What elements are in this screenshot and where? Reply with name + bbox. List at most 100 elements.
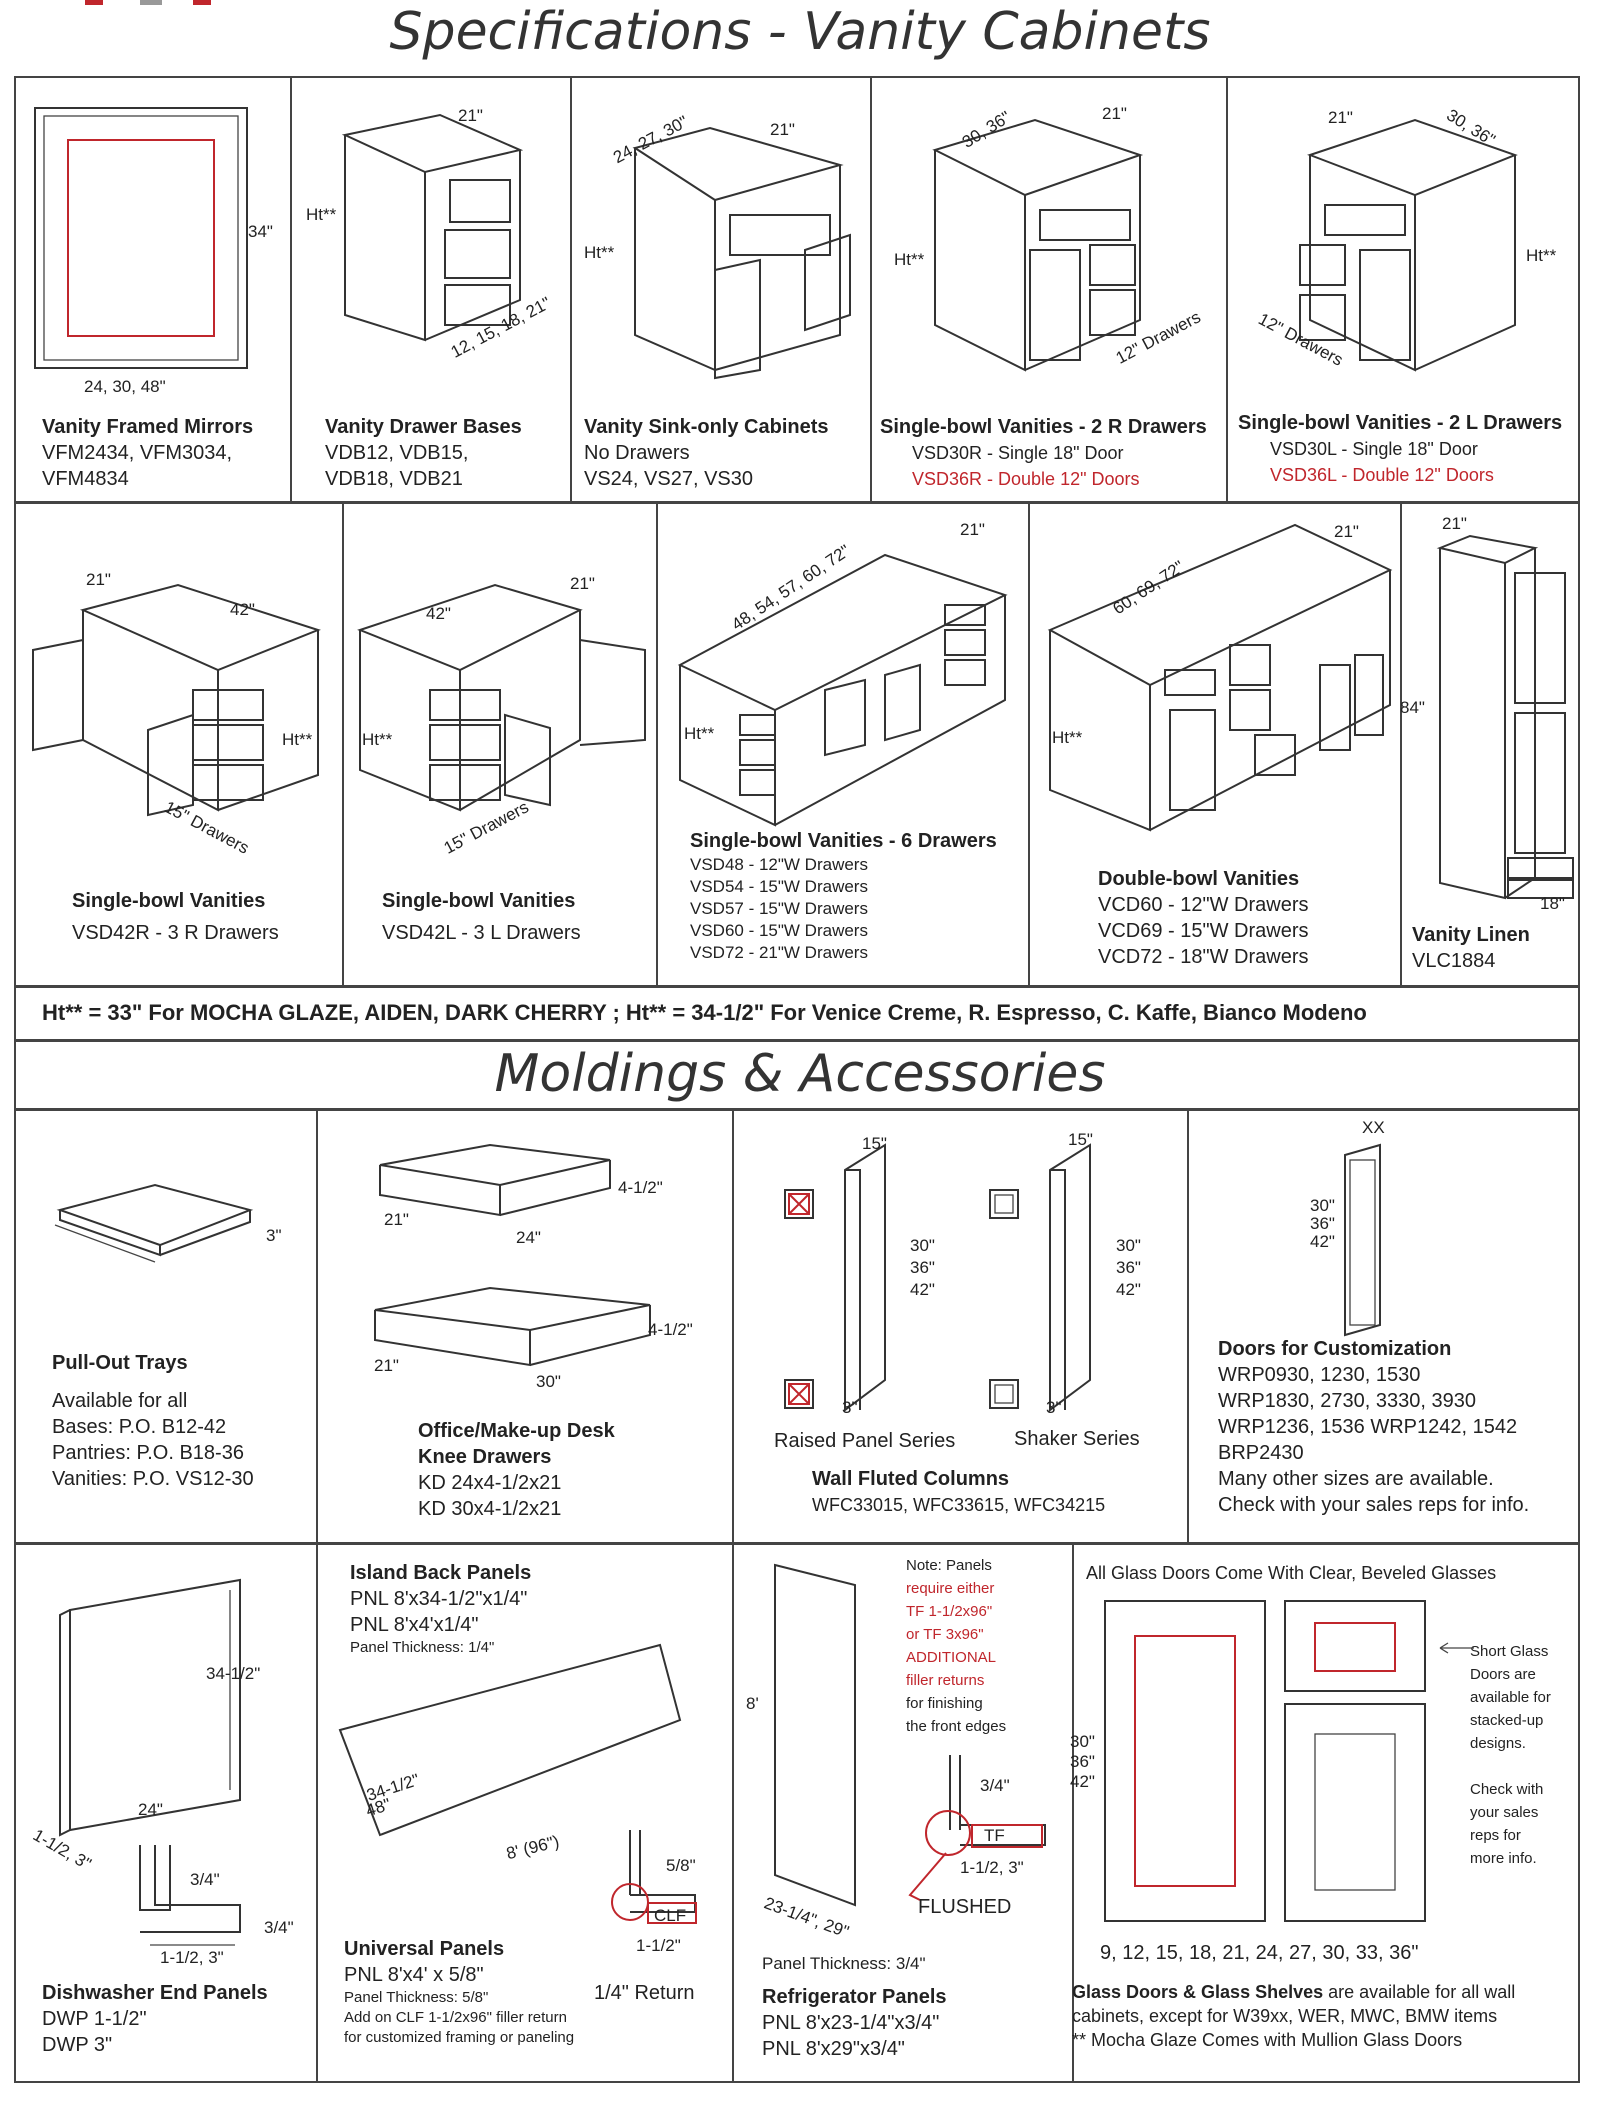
- island-caption: Island Back Panels PNL 8'x34-1/2"x1/4" P…: [350, 1562, 532, 1656]
- drawer-base-caption: Vanity Drawer Bases VDB12, VDB15, VDB18,…: [325, 416, 522, 490]
- fridge-caption: Refrigerator Panels PNL 8'x23-1/4"x3/4" …: [762, 1986, 947, 2060]
- column-raised-h2: 36": [910, 1258, 935, 1277]
- mirror-drawing: [34, 107, 248, 369]
- glass-h3: 42": [1070, 1772, 1095, 1791]
- clf-label: CLF: [654, 1906, 687, 1925]
- vsd42l-height: Ht**: [362, 730, 393, 749]
- column-raised-h1: 30": [910, 1236, 935, 1255]
- moldings-row-2: [14, 1543, 1580, 2083]
- knee1-depth: 21": [384, 1210, 409, 1229]
- vsd42r-depth: 21": [86, 570, 111, 589]
- vanity-2r-drawing: [932, 118, 1144, 372]
- column-shaker-h2: 36": [1116, 1258, 1141, 1277]
- vanity-2r-depth: 21": [1102, 104, 1127, 123]
- fridge-thickness: 3/4": [980, 1776, 1010, 1795]
- column-shaker-h3: 42": [1116, 1280, 1141, 1299]
- vsd42l-drawing: [357, 583, 646, 812]
- universal-thickness: 5/8": [666, 1856, 696, 1875]
- drawer-base-drawing: [341, 113, 524, 342]
- door-h1: 30": [1310, 1196, 1335, 1215]
- dish-height: 34-1/2": [206, 1664, 261, 1683]
- door-h3: 42": [1310, 1232, 1335, 1251]
- glass-door-drawing: [1104, 1600, 1426, 1922]
- knee2-height: 4-1/2": [648, 1320, 693, 1339]
- vsd42l-width: 42": [426, 604, 451, 623]
- knee-caption: Office/Make-up Desk Knee Drawers KD 24x4…: [418, 1420, 615, 1520]
- column-raised-width: 15": [862, 1134, 887, 1153]
- sink-only-drawing: [632, 126, 851, 380]
- column-raised-depth: 3": [842, 1398, 858, 1417]
- mirror-caption: Vanity Framed Mirrors VFM2434, VFM3034, …: [42, 416, 254, 490]
- quarter-return: 1/4" Return: [594, 1982, 695, 2004]
- vcd-double-bowl-drawing: [1047, 523, 1393, 832]
- vsd-6-drawer-drawing: [677, 553, 1008, 827]
- vanity-2l-drawing: [1299, 118, 1518, 372]
- sink-only-depth: 21": [770, 120, 795, 139]
- doors-caption: Doors for Customization WRP0930, 1230, 1…: [1218, 1338, 1530, 1516]
- mirror-height: 34": [248, 222, 273, 241]
- flushed-label: FLUSHED: [918, 1896, 1012, 1918]
- columns-caption: Wall Fluted Columns WFC33015, WFC33615, …: [812, 1468, 1106, 1515]
- glass-side-note: Short Glass Doors are available for stac…: [1470, 1643, 1551, 1867]
- glass-widths: 9, 12, 15, 18, 21, 24, 27, 30, 33, 36": [1100, 1942, 1419, 1964]
- knee1-height: 4-1/2": [618, 1178, 663, 1197]
- fluted-column-drawing: [784, 1143, 1091, 1412]
- glass-top-note: All Glass Doors Come With Clear, Beveled…: [1086, 1563, 1497, 1583]
- dish-caption: Dishwasher End Panels DWP 1-1/2" DWP 3": [42, 1982, 268, 2056]
- fridge-height: 8': [746, 1694, 759, 1713]
- vsd42r-drawing: [32, 583, 321, 817]
- fridge-panel-drawing: [774, 1563, 1046, 1907]
- fridge-panel-thickness: Panel Thickness: 3/4": [762, 1954, 926, 1973]
- vanity-2l-depth: 21": [1328, 108, 1353, 127]
- moldings-title: Moldings & Accessories: [494, 1044, 1106, 1104]
- vsd-6-drawer-height: Ht**: [684, 724, 715, 743]
- clf-return: 1-1/2": [636, 1936, 681, 1955]
- door-xx: XX: [1362, 1118, 1385, 1137]
- dish-t1: 3/4": [190, 1870, 220, 1889]
- linen-width: 18": [1540, 894, 1565, 913]
- knee2-width: 30": [536, 1372, 561, 1391]
- vanity-2l-caption: Single-bowl Vanities - 2 L Drawers VSD30…: [1238, 412, 1563, 485]
- linen-caption: Vanity Linen VLC1884: [1412, 924, 1530, 972]
- island-panel-drawing: [338, 1643, 697, 1924]
- vcd-height: Ht**: [1052, 728, 1083, 747]
- shaker-label: Shaker Series: [1014, 1428, 1140, 1450]
- page-title: Specifications - Vanity Cabinets: [389, 2, 1211, 62]
- vcd-depth: 21": [1334, 522, 1359, 541]
- moldings-title-bar: [14, 1040, 1580, 1110]
- glass-caption: Glass Doors & Glass Shelves are availabl…: [1072, 1982, 1516, 2050]
- arrow-icon: [1439, 1642, 1474, 1654]
- pull-out-tray-drawing: [54, 1183, 254, 1263]
- linen-depth: 21": [1442, 514, 1467, 533]
- column-shaker-h1: 30": [1116, 1236, 1141, 1255]
- vanity-2r-caption: Single-bowl Vanities - 2 R Drawers VSD30…: [880, 416, 1207, 489]
- drawer-base-height: Ht**: [306, 205, 337, 224]
- vsd-6-drawer-caption: Single-bowl Vanities - 6 Drawers VSD48 -…: [690, 830, 997, 962]
- dish-width: 24": [138, 1800, 163, 1819]
- logo-fragment: [85, 0, 215, 6]
- vsd-6-drawer-depth: 21": [960, 520, 985, 539]
- glass-h1: 30": [1070, 1732, 1095, 1751]
- dish-t2: 3/4": [264, 1918, 294, 1937]
- vanity-2r-height: Ht**: [894, 250, 925, 269]
- universal-caption: Universal Panels PNL 8'x4' x 5/8" Panel …: [344, 1938, 575, 2046]
- vsd42r-width: 42": [230, 600, 255, 619]
- linen-height: 84": [1400, 698, 1425, 717]
- vsd42l-caption: Single-bowl Vanities VSD42L - 3 L Drawer…: [382, 890, 581, 944]
- tf-width: 1-1/2, 3": [960, 1858, 1024, 1877]
- moldings-row-1: [14, 1109, 1580, 1544]
- column-raised-h3: 42": [910, 1280, 935, 1299]
- drawer-base-depth: 21": [458, 106, 483, 125]
- vsd42l-depth: 21": [570, 574, 595, 593]
- custom-door-drawing: [1344, 1143, 1381, 1337]
- height-note: Ht** = 33" For MOCHA GLAZE, AIDEN, DARK …: [42, 1000, 1367, 1025]
- column-shaker-width: 15": [1068, 1130, 1093, 1149]
- sink-only-caption: Vanity Sink-only Cabinets No Drawers VS2…: [584, 416, 829, 490]
- mirror-width: 24, 30, 48": [84, 377, 166, 396]
- dishwasher-panel-drawing: [59, 1578, 241, 1946]
- door-h2: 36": [1310, 1214, 1335, 1233]
- glass-h2: 36": [1070, 1752, 1095, 1771]
- tf-label: TF: [984, 1826, 1005, 1845]
- knee1-width: 24": [516, 1228, 541, 1247]
- column-shaker-depth: 3": [1046, 1398, 1062, 1417]
